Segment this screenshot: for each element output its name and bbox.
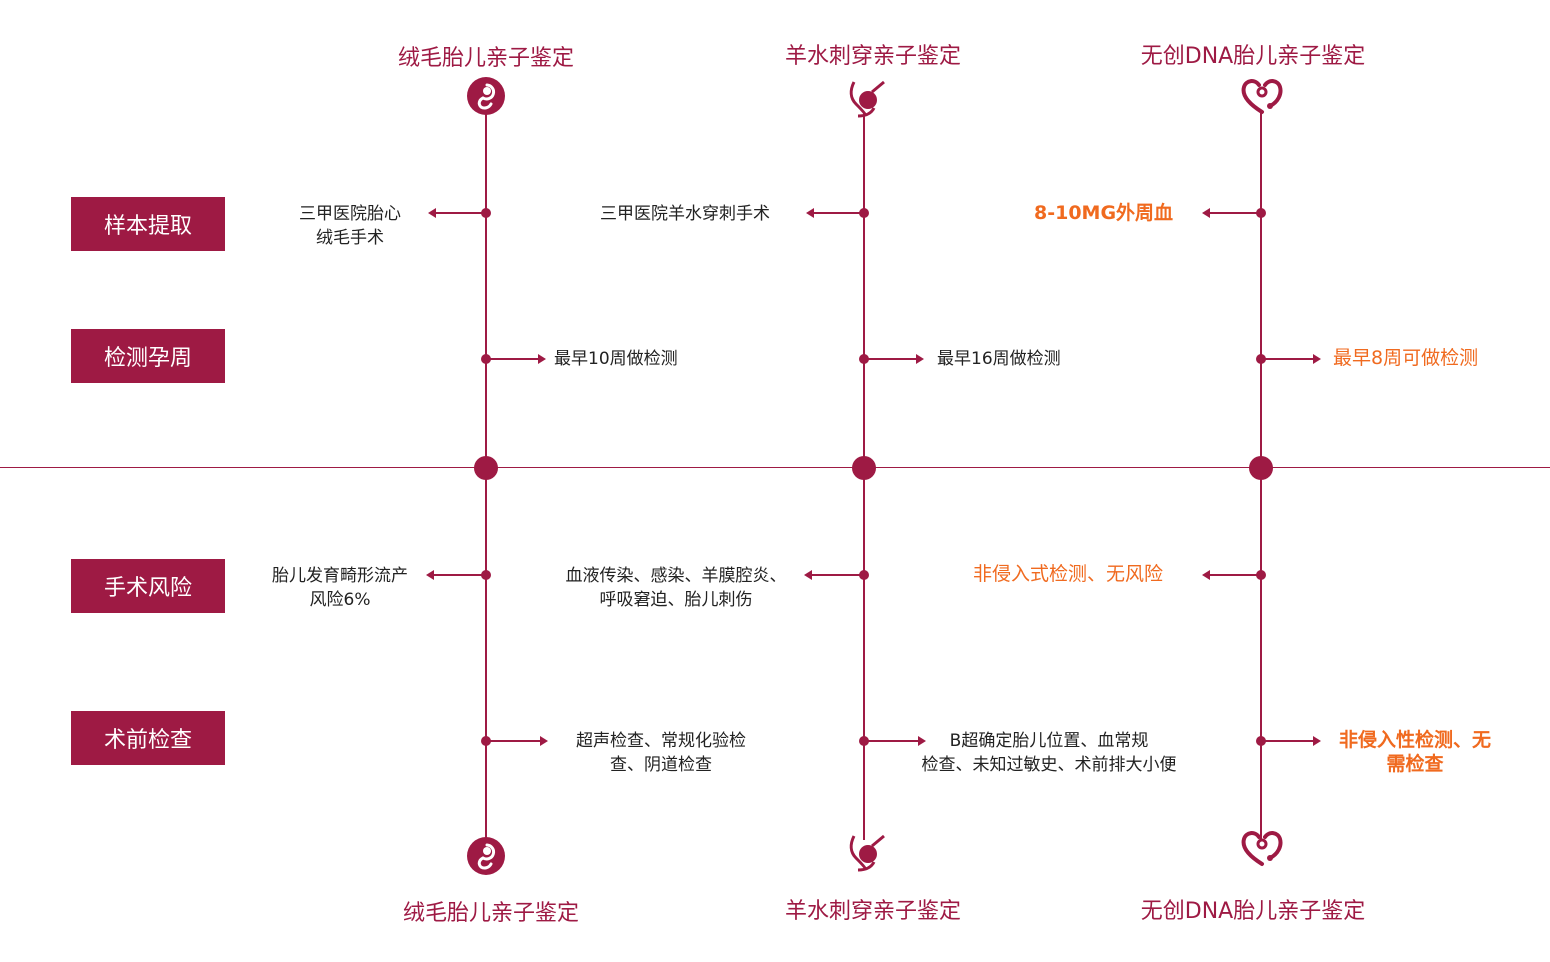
r1-c2-text: 最早16周做检测 <box>937 349 1061 369</box>
r3-c3-text: 非侵入性检测、无 需检查 <box>1338 729 1491 775</box>
r2-c2-arrow <box>804 570 864 580</box>
r0-c2-arrow <box>806 208 864 218</box>
r0-c3-text: 8-10MG外周血 <box>1034 202 1174 224</box>
fetus-icon <box>467 837 505 875</box>
row-label-risk: 手术风险 <box>71 559 225 613</box>
pregnant-needle-icon <box>849 834 885 872</box>
pregnant-needle-icon <box>849 80 885 118</box>
col2-center-dot <box>852 456 876 480</box>
r1-c1-arrow <box>486 354 546 364</box>
row-label-precheck: 术前检查 <box>71 711 225 765</box>
r2-c3-text: 非侵入式检测、无风险 <box>973 563 1164 585</box>
r1-c2-arrow <box>864 354 924 364</box>
col3-title-bottom: 无创DNA胎儿亲子鉴定 <box>1140 899 1366 924</box>
r0-c1-dot <box>481 208 491 218</box>
col3-center-dot <box>1249 456 1273 480</box>
col1-center-dot <box>474 456 498 480</box>
r1-c3-text: 最早8周可做检测 <box>1333 347 1479 369</box>
r3-c1-text: 超声检查、常规化验检 查、阴道检查 <box>576 731 746 775</box>
r2-c2-dot <box>859 570 869 580</box>
col1-title-bottom: 绒毛胎儿亲子鉴定 <box>402 901 579 926</box>
col1-title-top: 绒毛胎儿亲子鉴定 <box>397 46 574 71</box>
r2-c3-arrow <box>1202 570 1261 580</box>
heart-stethoscope-icon <box>1241 831 1283 866</box>
col3-title-top: 无创DNA胎儿亲子鉴定 <box>1140 44 1366 69</box>
row-label-gestation: 检测孕周 <box>71 329 225 383</box>
r2-c3-dot <box>1256 570 1266 580</box>
fetus-icon <box>467 77 505 115</box>
r1-c1-text: 最早10周做检测 <box>554 349 678 369</box>
col2-title-bottom: 羊水刺穿亲子鉴定 <box>784 899 961 924</box>
heart-stethoscope-icon <box>1241 79 1283 114</box>
r0-c1-arrow <box>428 208 486 218</box>
col2-title-top: 羊水刺穿亲子鉴定 <box>784 44 961 69</box>
r2-c2-text: 血液传染、感染、羊膜腔炎、 呼吸窘迫、胎儿刺伤 <box>565 566 787 610</box>
r3-c3-arrow <box>1261 736 1321 746</box>
r3-c1-arrow <box>486 736 548 746</box>
r0-c2-dot <box>859 208 869 218</box>
r0-c3-dot <box>1256 208 1266 218</box>
center-divider <box>0 467 1550 468</box>
r2-c1-text: 胎儿发育畸形流产 风险6% <box>272 566 408 610</box>
r0-c1-text: 三甲医院胎心 绒毛手术 <box>299 204 401 248</box>
row-label-sample: 样本提取 <box>71 197 225 251</box>
r0-c3-arrow <box>1202 208 1261 218</box>
r1-c3-arrow <box>1261 354 1321 364</box>
r2-c1-arrow <box>426 570 486 580</box>
r0-c2-text: 三甲医院羊水穿刺手术 <box>600 204 770 224</box>
r3-c2-arrow <box>864 736 926 746</box>
r3-c2-text: B超确定胎儿位置、血常规 检查、未知过敏史、术前排大小便 <box>921 731 1177 775</box>
r2-c1-dot <box>481 570 491 580</box>
